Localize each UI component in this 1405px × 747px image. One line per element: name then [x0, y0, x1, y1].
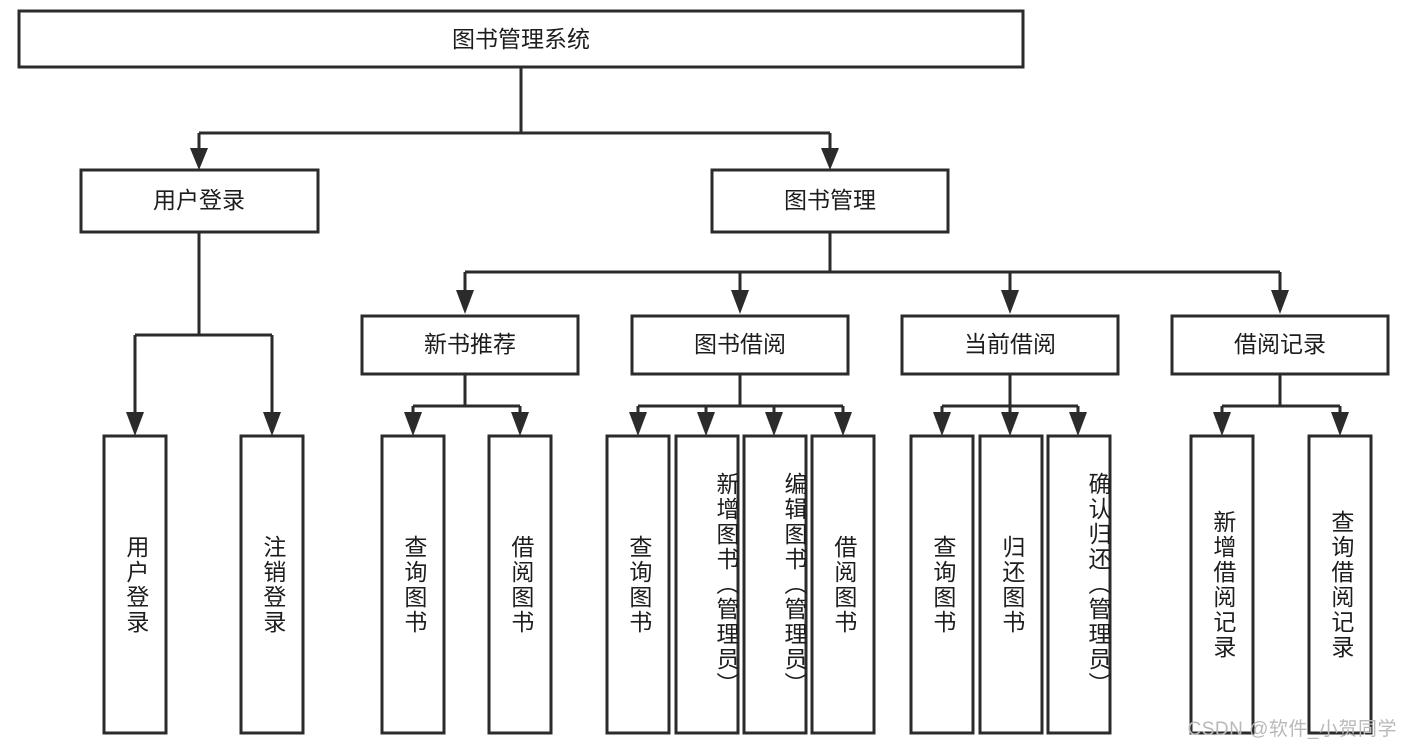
arrow-head-ul-leaf1	[126, 412, 144, 436]
node-user-login-box[interactable]	[79, 168, 320, 234]
arrow-head-new-book-rec	[456, 290, 474, 314]
arrow-head-br-leaf2	[1331, 412, 1349, 436]
connectors-borrow-record-to-leaves	[1213, 374, 1349, 436]
node-new-book-rec-label: 新书推荐	[424, 331, 516, 357]
arrow-head-borrow-record	[1271, 290, 1289, 314]
node-book-manage-label: 图书管理	[784, 187, 876, 213]
arrow-head-user-login	[190, 148, 208, 170]
node-current-borrow[interactable]: 当前借阅	[900, 314, 1120, 376]
node-user-login-label: 用户登录	[153, 187, 245, 213]
connectors-user-login-to-leaves	[126, 232, 281, 436]
connectors-current-borrow-to-leaves	[933, 374, 1087, 436]
leaf-boxes-book-borrow	[605, 434, 876, 735]
leaf-boxes-current-borrow	[909, 434, 1112, 735]
leaf-box-new-book-rec-1[interactable]	[487, 434, 553, 735]
node-new-book-rec[interactable]: 新书推荐	[360, 314, 580, 376]
leaf-box-new-book-rec-0[interactable]	[380, 434, 446, 735]
node-book-manage[interactable]: 图书管理	[710, 168, 950, 234]
node-root-label: 图书管理系统	[452, 26, 590, 52]
arrow-head-cb-leaf3	[1069, 412, 1087, 436]
csdn-watermark: CSDN @软件_小贺同学	[1187, 719, 1397, 740]
leaf-box-current-borrow-0[interactable]	[909, 434, 975, 735]
arrow-head-cb-leaf1	[933, 412, 951, 436]
leaf-box-book-borrow-2[interactable]	[742, 434, 808, 735]
arrow-head-br-leaf1	[1213, 412, 1231, 436]
node-current-borrow-box[interactable]	[900, 314, 1120, 376]
node-new-book-rec-box[interactable]	[360, 314, 580, 376]
leaf-box-user-login-0[interactable]	[102, 434, 168, 735]
node-borrow-record-box[interactable]	[1170, 314, 1390, 376]
node-root-box[interactable]	[17, 9, 1025, 69]
leaf-box-borrow-record-1[interactable]	[1307, 434, 1373, 735]
node-borrow-record-label: 借阅记录	[1234, 331, 1326, 357]
node-current-borrow-label: 当前借阅	[964, 331, 1056, 357]
node-borrow-record[interactable]: 借阅记录	[1170, 314, 1390, 376]
leaf-box-borrow-record-0[interactable]	[1189, 434, 1255, 735]
leaf-boxes-new-book-rec	[380, 434, 553, 735]
connectors-new-book-rec-to-leaves	[404, 374, 529, 436]
arrow-head-bb-leaf4	[834, 412, 852, 436]
node-book-borrow-label: 图书借阅	[694, 331, 786, 357]
arrow-head-cb-leaf2	[1001, 412, 1019, 436]
leaf-boxes-borrow-record	[1189, 434, 1373, 735]
leaf-box-book-borrow-1[interactable]	[674, 434, 740, 735]
connectors-book-manage-to-level3	[456, 232, 1289, 314]
arrow-head-current-borrow	[1001, 290, 1019, 314]
arrow-head-nbr-leaf2	[511, 412, 529, 436]
arrow-head-bb-leaf1	[629, 412, 647, 436]
arrow-head-nbr-leaf1	[404, 412, 422, 436]
arrow-head-bb-leaf3	[765, 412, 783, 436]
arrow-head-bb-leaf2	[697, 412, 715, 436]
node-root[interactable]: 图书管理系统	[17, 9, 1025, 69]
leaf-box-current-borrow-2[interactable]	[1046, 434, 1112, 735]
node-book-manage-box[interactable]	[710, 168, 950, 234]
leaf-box-book-borrow-0[interactable]	[605, 434, 671, 735]
connectors-book-borrow-to-leaves	[629, 374, 852, 436]
node-user-login[interactable]: 用户登录	[79, 168, 320, 234]
leaf-box-current-borrow-1[interactable]	[978, 434, 1044, 735]
arrow-head-book-manage	[821, 148, 839, 170]
leaf-boxes-user-login	[102, 434, 305, 735]
arrow-head-ul-leaf2	[263, 412, 281, 436]
connectors-root-to-level2	[190, 67, 839, 170]
leaf-box-book-borrow-3[interactable]	[810, 434, 876, 735]
arrow-head-book-borrow	[731, 290, 749, 314]
node-book-borrow[interactable]: 图书借阅	[630, 314, 850, 376]
node-book-borrow-box[interactable]	[630, 314, 850, 376]
leaf-box-user-login-1[interactable]	[239, 434, 305, 735]
